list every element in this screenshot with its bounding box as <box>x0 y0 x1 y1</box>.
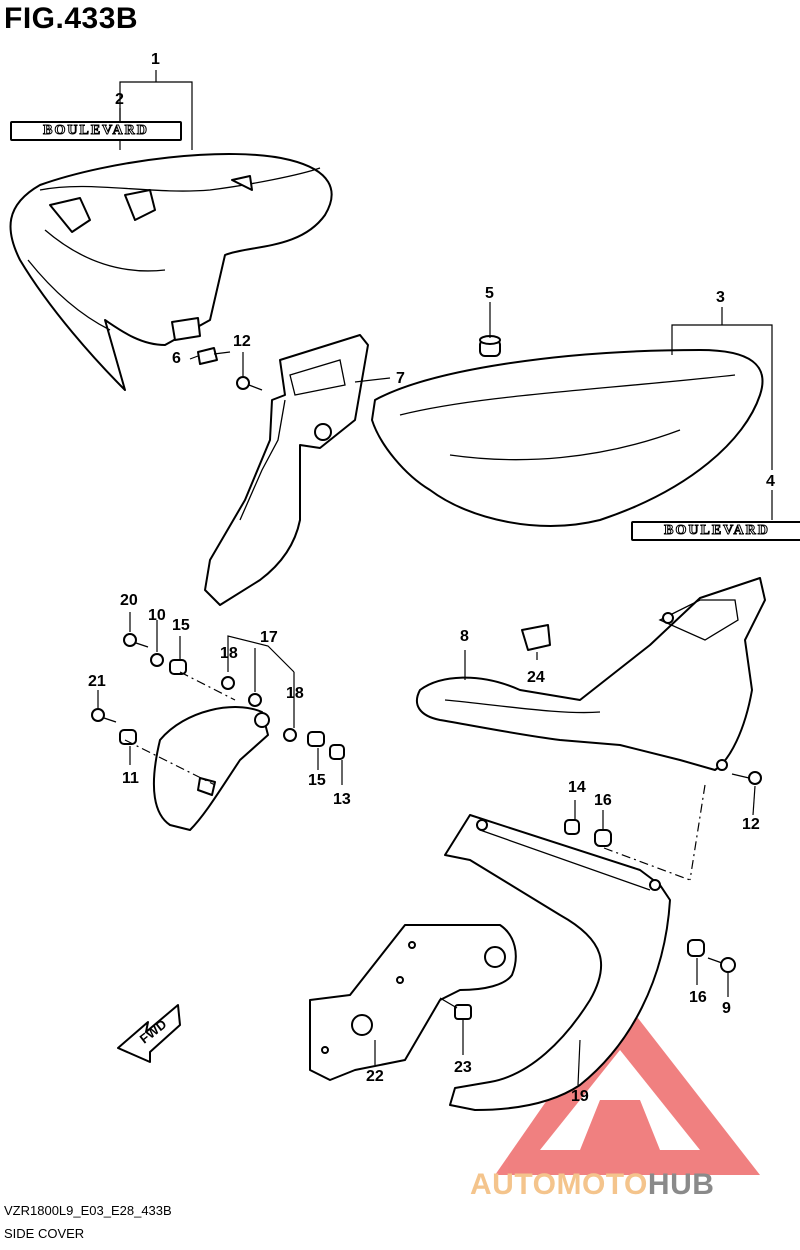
callout-9: 9 <box>722 1000 731 1017</box>
left-bracket-part <box>204 334 369 606</box>
model-code: VZR1800L9_E03_E28_433B <box>4 1203 172 1218</box>
callout-3: 3 <box>716 289 725 306</box>
callout-2: 2 <box>115 91 124 108</box>
callout-17: 17 <box>260 629 278 646</box>
callout-18b: 18 <box>286 685 304 702</box>
brand-emblem-right: BOULEVARD <box>631 521 800 541</box>
callout-1: 1 <box>151 51 160 68</box>
callout-7: 7 <box>396 370 405 387</box>
callout-6: 6 <box>172 350 181 367</box>
callout-11: 11 <box>122 770 139 787</box>
callout-18a: 18 <box>220 645 238 662</box>
callout-5: 5 <box>485 285 494 302</box>
watermark-text: AUTOMOTOHUB <box>470 1168 714 1202</box>
mounting-plate-part <box>309 924 517 1081</box>
left-small-bracket-part <box>153 706 270 831</box>
callout-21: 21 <box>88 673 106 690</box>
callout-12b: 12 <box>742 816 760 833</box>
watermark-logo <box>495 995 760 1175</box>
callout-13: 13 <box>333 791 351 808</box>
watermark-text-part1: AUTOMOTO <box>470 1168 648 1201</box>
callout-8: 8 <box>460 628 469 645</box>
callout-15a: 15 <box>172 617 190 634</box>
right-frame-cover-part <box>371 349 764 527</box>
callout-4: 4 <box>766 473 775 490</box>
callout-24: 24 <box>527 669 545 686</box>
fasteners <box>91 335 762 1020</box>
assembly-lines <box>124 671 706 881</box>
callout-22: 22 <box>366 1068 384 1085</box>
callout-23: 23 <box>454 1059 472 1076</box>
right-lower-cover-part <box>415 577 766 771</box>
callout-15b: 15 <box>308 772 326 789</box>
section-name: SIDE COVER <box>4 1226 85 1241</box>
figure-title: FIG.433B <box>4 2 139 35</box>
fwd-arrow-icon: FWD <box>117 1004 181 1063</box>
pad-part <box>521 624 551 651</box>
watermark-text-part2: HUB <box>647 1168 715 1201</box>
leader-lines <box>97 70 773 1086</box>
callout-12a: 12 <box>233 333 251 350</box>
callout-16b: 16 <box>689 989 707 1006</box>
callout-16a: 16 <box>594 792 612 809</box>
callout-19: 19 <box>571 1088 589 1105</box>
left-frame-cover-part <box>9 153 333 391</box>
callout-10: 10 <box>148 607 166 624</box>
brand-emblem-left: BOULEVARD <box>10 121 182 141</box>
lower-bracket-part <box>444 814 671 1111</box>
callout-20: 20 <box>120 592 138 609</box>
callout-14: 14 <box>568 779 586 796</box>
